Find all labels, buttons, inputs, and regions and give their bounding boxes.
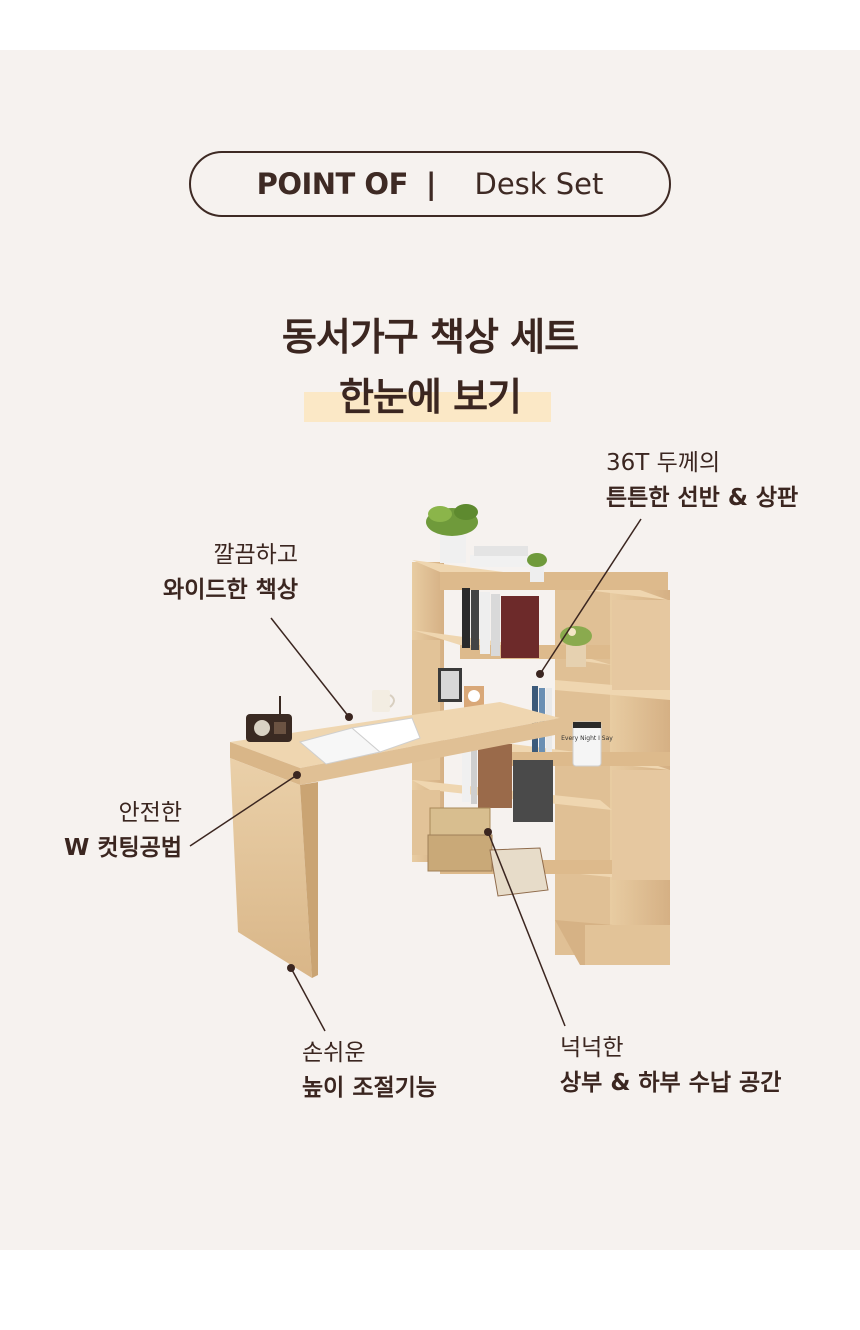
badge-label: POINT OF xyxy=(256,167,409,201)
title-highlight xyxy=(304,392,551,422)
mug-on-shelf: Every Night I Say xyxy=(561,721,613,767)
cup xyxy=(372,690,395,712)
feature-thickness: 36T 두께의 튼튼한 선반 & 상판 xyxy=(606,446,798,516)
feature-w-cutting: 안전한 W 컷팅공법 xyxy=(20,796,182,866)
photo-frame xyxy=(438,668,462,702)
feature-w-cutting-line2: W 컷팅공법 xyxy=(63,835,182,861)
page-title: 동서가구 책상 세트 xyxy=(281,315,579,359)
feature-thickness-line1: 36T 두께의 xyxy=(606,450,721,476)
plant-top xyxy=(426,504,478,563)
storage-basket xyxy=(427,807,493,872)
badge-separator: | xyxy=(425,167,437,201)
small-plant xyxy=(527,553,547,582)
radio xyxy=(246,696,292,742)
feature-height-adjust-line1: 손쉬운 xyxy=(302,1040,366,1066)
feature-storage: 넉넉한 상부 & 하부 수납 공간 xyxy=(560,1031,781,1101)
books-lower xyxy=(462,744,553,822)
badge-product: Desk Set xyxy=(474,167,604,201)
feature-thickness-line2: 튼튼한 선반 & 상판 xyxy=(606,485,799,511)
feature-storage-line1: 넉넉한 xyxy=(560,1035,624,1061)
callout-lines xyxy=(189,518,642,1032)
point-of-badge: POINT OF | Desk Set xyxy=(189,151,671,217)
page-subtitle: 한눈에 보기 xyxy=(338,375,522,419)
feature-wide-desk-line1: 깔끔하고 xyxy=(213,542,298,568)
feature-height-adjust: 손쉬운 높이 조절기능 xyxy=(302,1036,437,1106)
books-top xyxy=(462,546,539,658)
feature-wide-desk: 깔끔하고 와이드한 책상 xyxy=(60,538,298,608)
feature-height-adjust-line2: 높이 조절기능 xyxy=(302,1075,437,1101)
feature-wide-desk-line2: 와이드한 책상 xyxy=(163,577,298,603)
feature-w-cutting-line1: 안전한 xyxy=(118,800,182,826)
open-book xyxy=(298,717,421,765)
desk-clock xyxy=(464,686,484,710)
magazine-holder xyxy=(489,847,549,897)
mug-label: Every Night I Say xyxy=(561,735,613,742)
feature-storage-line2: 상부 & 하부 수납 공간 xyxy=(560,1070,782,1096)
